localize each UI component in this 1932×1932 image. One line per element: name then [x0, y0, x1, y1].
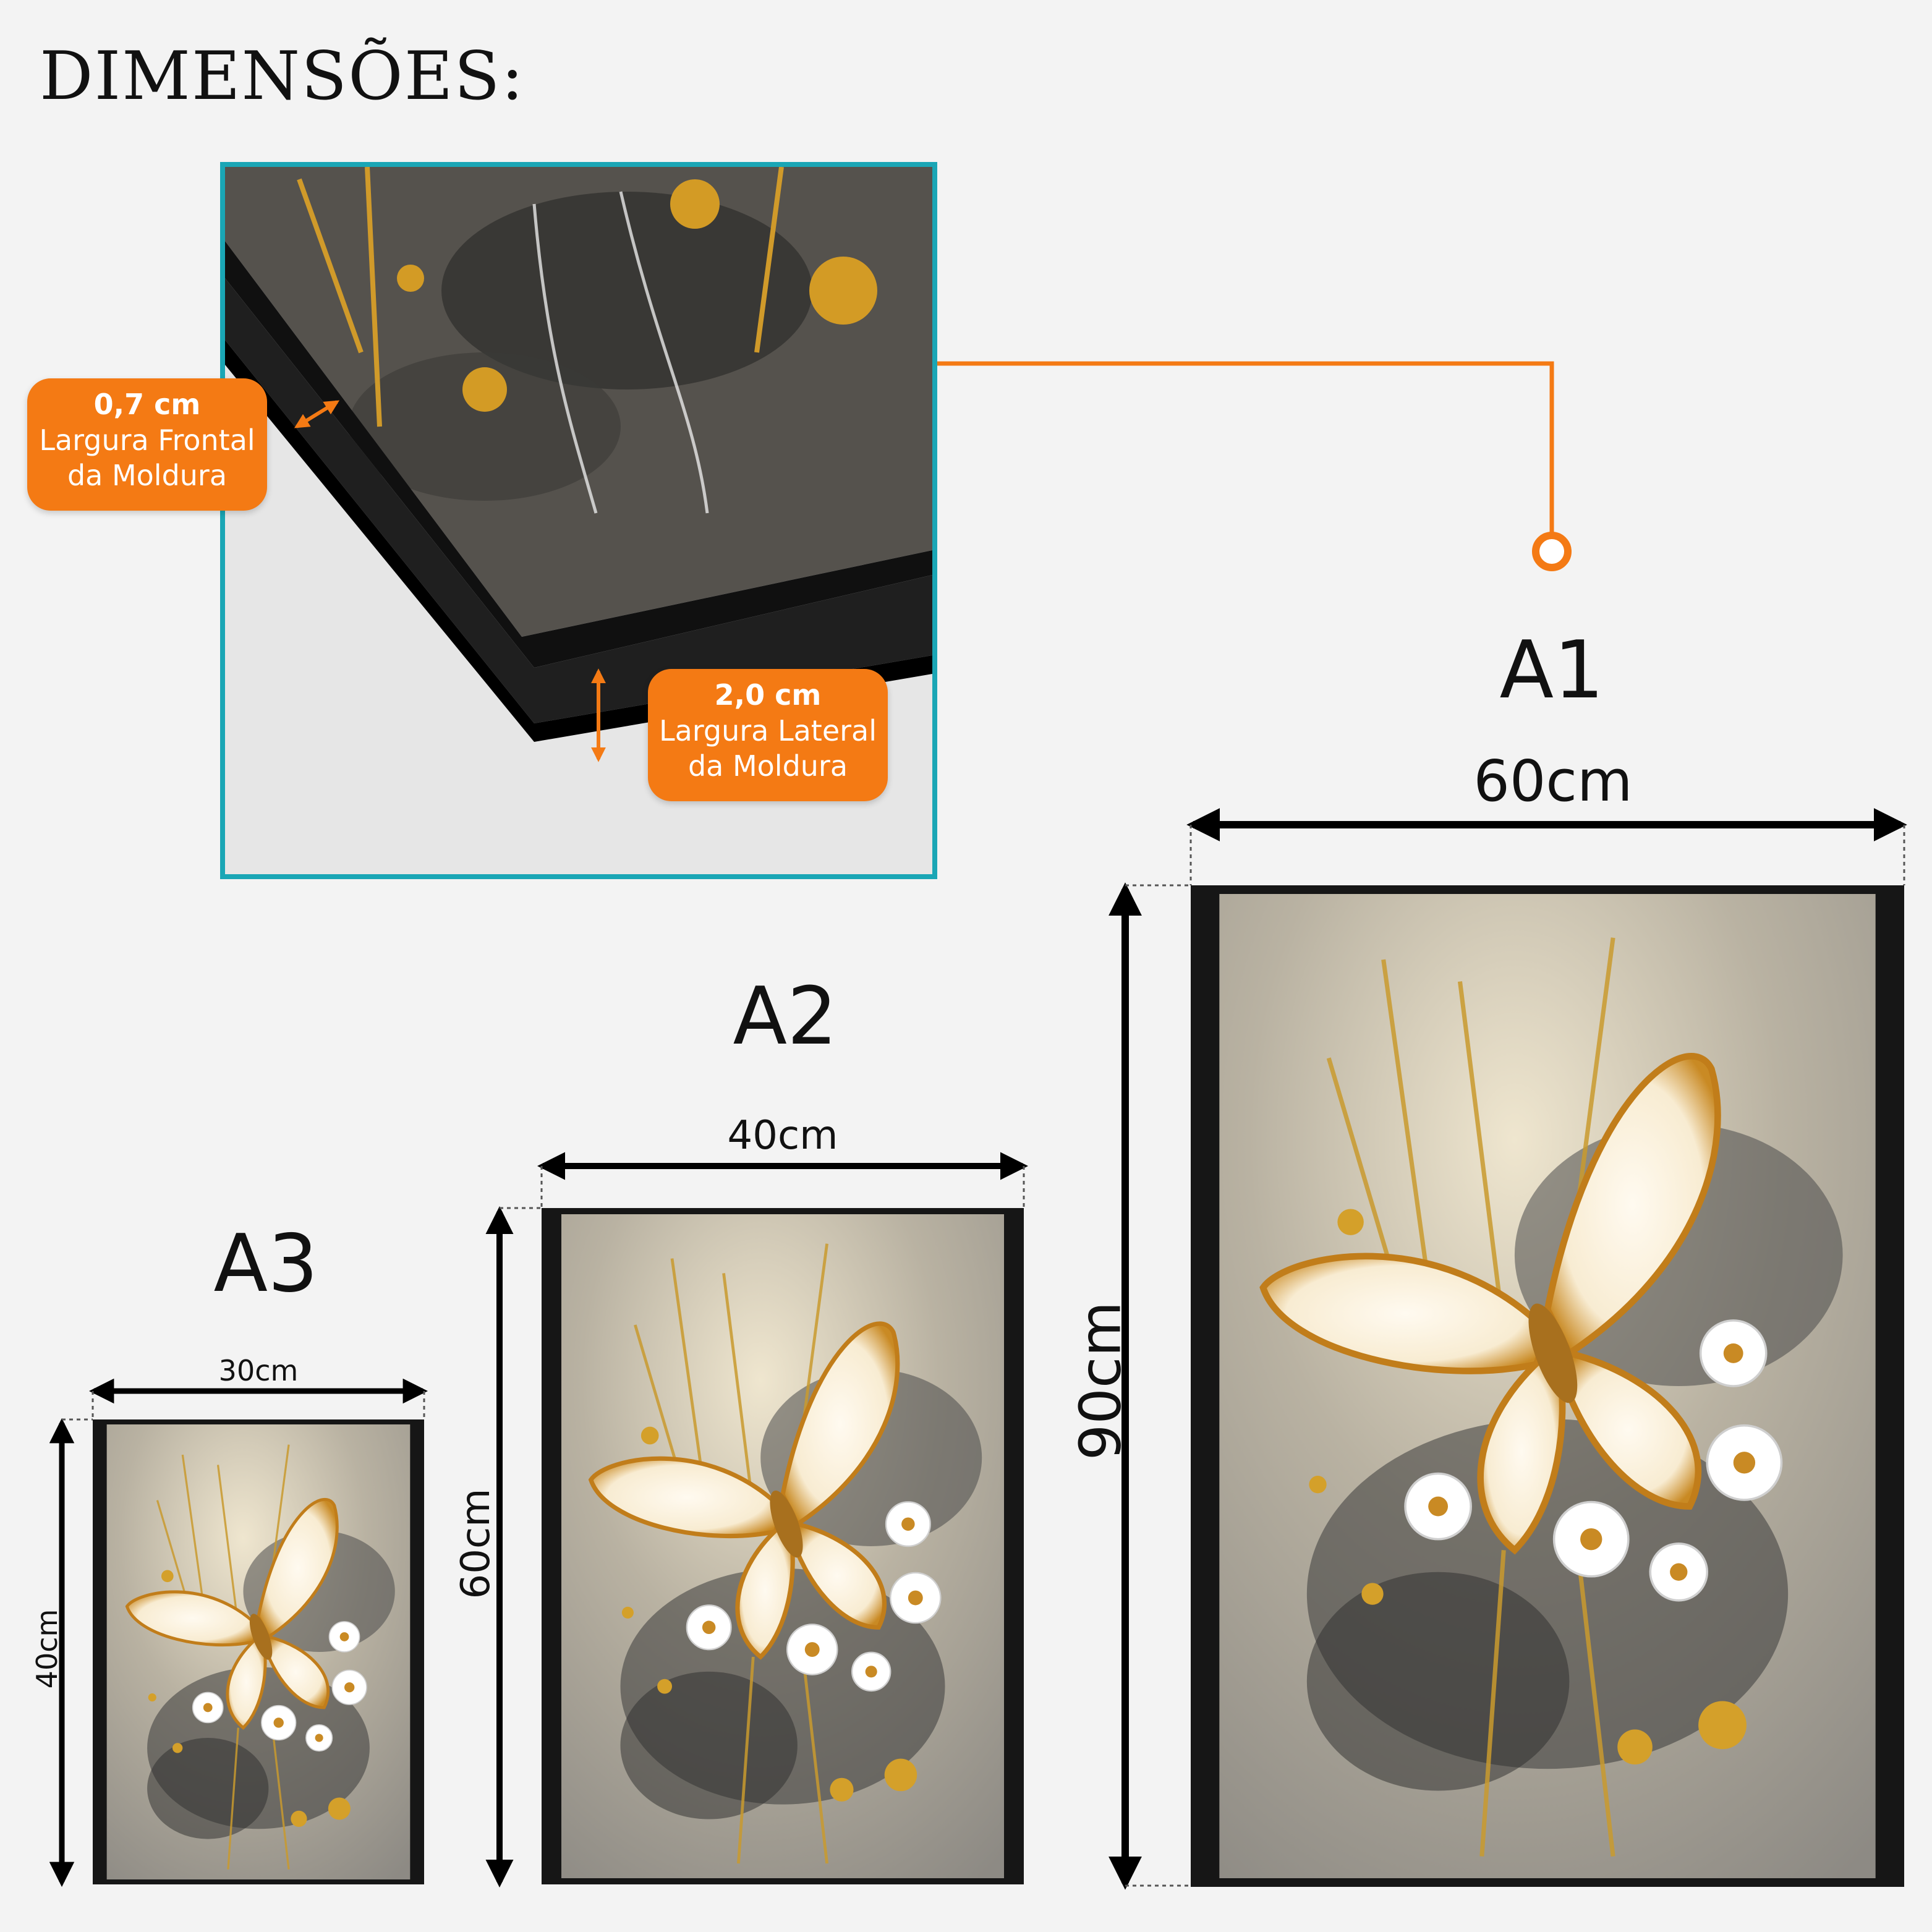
- front-width-badge: 0,7 cm Largura Frontal da Moldura: [27, 378, 267, 511]
- artwork-a2: [548, 1214, 1018, 1878]
- size-name-a1: A1: [1499, 624, 1604, 717]
- a3-height-label: 40cm: [30, 1609, 64, 1689]
- size-name-a3: A3: [213, 1218, 318, 1310]
- size-name-a2: A2: [733, 971, 838, 1063]
- frame-a1: [1191, 885, 1904, 1887]
- page-title: DIMENSÕES:: [40, 38, 525, 115]
- front-width-value: 0,7 cm: [93, 388, 201, 421]
- artwork-a1: [1199, 894, 1896, 1878]
- a1-width-label: 60cm: [1473, 748, 1633, 814]
- a3-width-label: 30cm: [218, 1354, 299, 1387]
- frame-detail-closeup: [220, 162, 937, 879]
- side-width-label-line2: da Moldura: [687, 749, 848, 783]
- front-width-label-line1: Largura Frontal: [39, 423, 255, 457]
- a1-height-label: 90cm: [1067, 1301, 1134, 1461]
- side-width-value: 2,0 cm: [714, 678, 822, 712]
- a2-height-label: 60cm: [453, 1488, 499, 1599]
- connector-line: [937, 361, 1572, 571]
- artwork-a3: [98, 1424, 419, 1879]
- front-width-label-line2: da Moldura: [67, 459, 228, 492]
- side-width-label-line1: Largura Lateral: [658, 713, 877, 747]
- frame-corner-photo: [225, 167, 932, 874]
- frame-a2: [542, 1208, 1024, 1884]
- side-width-badge: 2,0 cm Largura Lateral da Moldura: [648, 669, 888, 801]
- frame-a3: [93, 1419, 424, 1884]
- a2-width-label: 40cm: [727, 1113, 838, 1159]
